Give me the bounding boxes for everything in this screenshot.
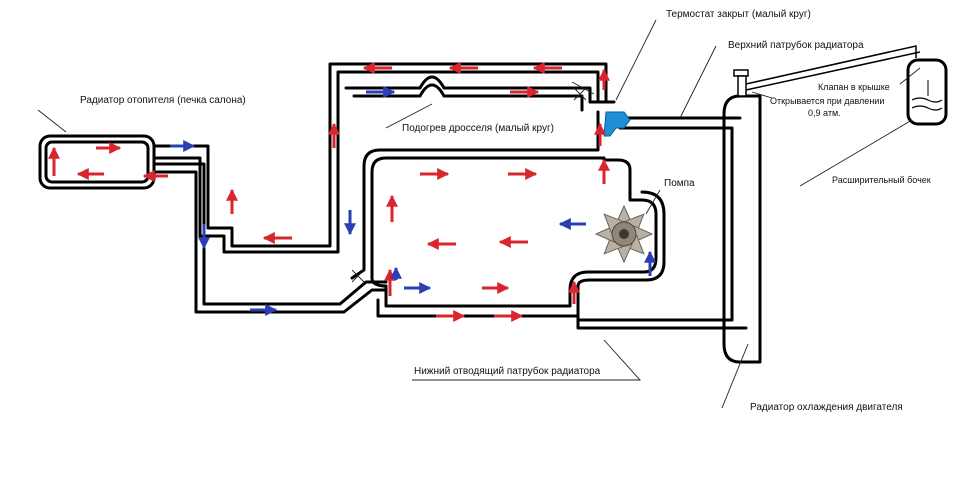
throttle-label: Подогрев дросселя (малый круг) — [402, 123, 554, 134]
radiator-label: Радиатор охлаждения двигателя — [750, 402, 903, 413]
engine-block — [350, 110, 748, 330]
flow-arrows — [48, 62, 656, 322]
opens-at-label: Открывается при давлении — [770, 96, 884, 106]
thermostat-label: Термостат закрыт (малый круг) — [666, 9, 811, 20]
tank-label: Расширительный бочек — [832, 175, 931, 185]
cap-valve-icon — [733, 45, 921, 97]
pump-impeller-icon — [594, 204, 654, 264]
leader-lines — [37, 19, 921, 409]
pressure-label: 0,9 атм. — [808, 108, 841, 118]
cap-valve-label: Клапан в крышке — [818, 82, 890, 92]
labels: Термостат закрыт (малый круг) Верхний па… — [80, 9, 931, 413]
heater-radiator — [38, 134, 156, 190]
throttle-loop — [344, 75, 616, 112]
expansion-tank-icon — [906, 58, 948, 126]
thermostat-icon — [603, 111, 631, 137]
engine-radiator — [722, 94, 762, 364]
lower-hose-label: Нижний отводящий патрубок радиатора — [414, 365, 601, 377]
heater-label: Радиатор отопителя (печка салона) — [80, 95, 246, 106]
pump-label: Помпа — [664, 178, 695, 189]
upper-hose-label: Верхний патрубок радиатора — [728, 39, 864, 51]
